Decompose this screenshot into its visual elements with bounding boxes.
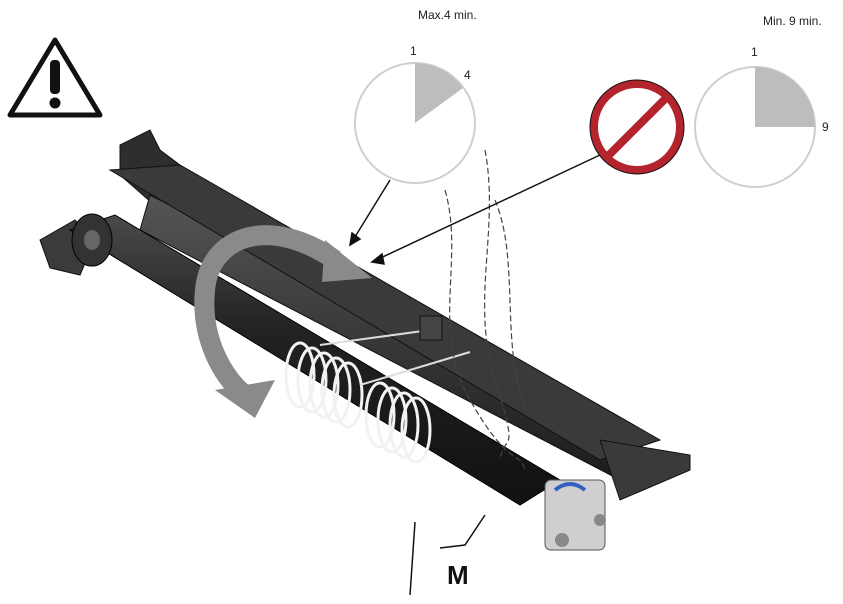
left-dial-end-label: 4 xyxy=(464,68,471,82)
right-timer-dial xyxy=(694,66,816,188)
min-time-caption: Min. 9 min. xyxy=(763,14,822,28)
warning-triangle-icon xyxy=(7,37,103,118)
leader-lines xyxy=(348,154,601,265)
left-timer-dial xyxy=(354,62,476,184)
wire-harness xyxy=(444,149,526,471)
part-m-leader xyxy=(409,514,486,596)
curved-rotation-arrow-icon xyxy=(194,225,372,418)
right-dial-end-label: 9 xyxy=(822,120,829,134)
left-dial-start-label: 1 xyxy=(410,44,417,58)
prohibition-sign-icon xyxy=(589,79,685,175)
spring-coils xyxy=(284,329,471,464)
right-dial-start-label: 1 xyxy=(751,45,758,59)
part-m-label: M xyxy=(447,560,469,590)
fuser-frame xyxy=(39,129,691,501)
max-time-caption: Max.4 min. xyxy=(418,8,477,22)
roller-end-bracket xyxy=(419,315,606,551)
